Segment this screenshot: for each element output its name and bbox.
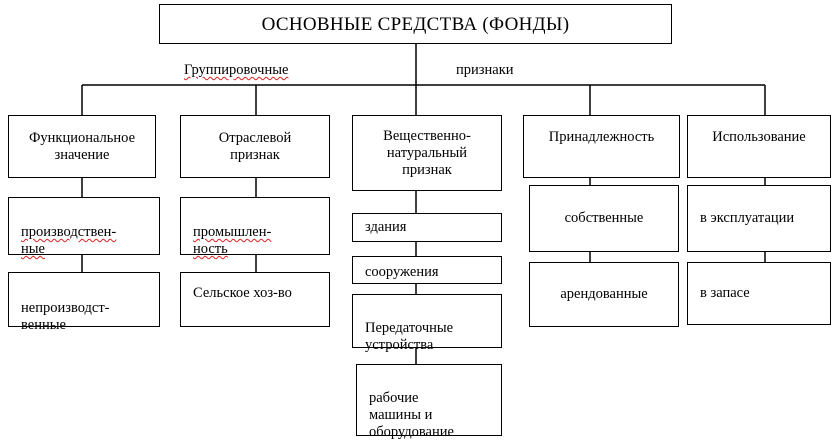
category-ownership-label: Принадлежность — [548, 129, 655, 145]
item-industry-agriculture-text: Сельское хоз-во — [193, 285, 292, 301]
category-industry: Отраслевой признак — [180, 115, 330, 178]
category-usage-label: Использование — [712, 129, 806, 145]
item-material-buildings-text: здания — [365, 219, 407, 235]
item-usage-reserve-text: в запасе — [700, 285, 750, 301]
item-material-buildings: здания — [352, 213, 502, 242]
group-label-right: признаки — [456, 62, 514, 78]
category-functional: Функциональное значение — [8, 115, 156, 178]
item-ownership-leased: арендованные — [529, 262, 679, 327]
item-ownership-own-text: собственные — [564, 210, 644, 226]
item-usage-reserve: в запасе — [687, 262, 831, 325]
category-functional-label: Функциональное значение — [28, 129, 136, 163]
item-industry-agriculture: Сельское хоз-во — [180, 272, 330, 327]
item-industry-industrial: промышлен- ность — [180, 197, 330, 257]
title-box: ОСНОВНЫЕ СРЕДСТВА (ФОНДЫ) — [159, 4, 672, 44]
item-ownership-own: собственные — [529, 185, 679, 252]
category-material-label: Вещественно- натуральный признак — [383, 127, 471, 178]
item-usage-operation-text: в эксплуатации — [700, 210, 795, 226]
title-text: ОСНОВНЫЕ СРЕДСТВА (ФОНДЫ) — [261, 13, 570, 35]
item-functional-nonproduction: непроизводст- венные — [8, 272, 160, 333]
item-material-transmission: Передаточные устройства — [352, 294, 502, 353]
item-material-transmission-text: Передаточные устройства — [365, 320, 454, 353]
item-ownership-leased-text: арендованные — [560, 286, 648, 302]
item-functional-production: производствен- ные — [8, 197, 160, 257]
item-material-machinery-text: рабочие машины и оборудование — [369, 390, 454, 440]
category-ownership: Принадлежность — [523, 115, 680, 178]
item-functional-nonproduction-text: непроизводст- венные — [21, 300, 110, 333]
category-material: Вещественно- натуральный признак — [352, 115, 502, 191]
group-label-left: Группировочные — [184, 62, 289, 78]
item-usage-operation: в эксплуатации — [687, 185, 831, 252]
item-material-structures: сооружения — [352, 256, 502, 284]
item-functional-production-text: производствен- ные — [21, 224, 117, 257]
item-material-machinery: рабочие машины и оборудование — [356, 364, 502, 440]
category-usage: Использование — [687, 115, 831, 178]
category-industry-label: Отраслевой признак — [218, 129, 292, 163]
item-material-structures-text: сооружения — [365, 264, 439, 280]
item-industry-industrial-text: промышлен- ность — [193, 224, 272, 257]
